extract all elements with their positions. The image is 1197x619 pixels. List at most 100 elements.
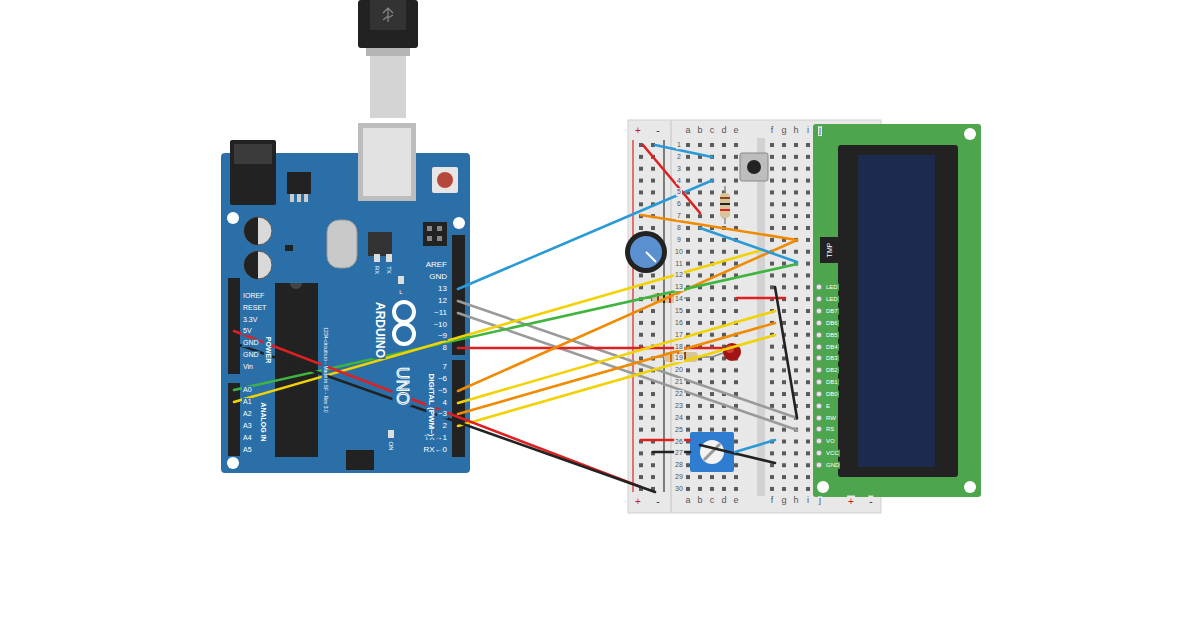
row-number: 30: [674, 485, 684, 493]
led-label: L: [398, 289, 403, 296]
arduino-board: [230, 140, 276, 205]
wire: [234, 264, 797, 390]
lcd-module: [816, 344, 822, 350]
header-title: ANALOG IN: [259, 401, 267, 442]
rail-marker: -: [655, 125, 660, 136]
column-letter: a: [684, 126, 691, 136]
arduino-board: [346, 450, 374, 470]
usb-cable: [383, 8, 393, 22]
model-name: UNO: [393, 366, 412, 406]
column-letter: b: [696, 496, 703, 506]
pin-label: 13: [437, 285, 448, 294]
arduino-board: [432, 167, 458, 193]
lcd-module: [816, 462, 822, 468]
potentiometer-knob: [625, 231, 667, 273]
row-number: 28: [674, 461, 684, 469]
pin-label: DB4: [825, 344, 839, 351]
temperature-sensor: [820, 237, 849, 263]
column-letter: h: [792, 496, 799, 506]
lcd-module: [816, 367, 822, 373]
rail-marker: +: [634, 125, 642, 136]
wire: [458, 301, 797, 418]
pin-label: VCC: [825, 450, 840, 457]
potentiometer-knob: [630, 236, 662, 268]
column-letter: d: [720, 496, 727, 506]
pin-label: A5: [242, 446, 253, 454]
breadboard: [682, 139, 742, 495]
row-number: 10: [674, 248, 684, 256]
arduino-board: [287, 172, 311, 194]
arduino-board: [363, 128, 411, 196]
column-letter: c: [709, 126, 716, 136]
arduino-board: [437, 236, 442, 241]
column-letter: i: [806, 126, 810, 136]
row-number: 3: [676, 165, 682, 173]
pushbutton: [740, 153, 768, 181]
arduino-board: [297, 194, 301, 202]
row-number: 22: [674, 390, 684, 398]
breadboard: [635, 139, 659, 495]
pin-label: ~3: [437, 410, 448, 419]
row-number: 9: [676, 236, 682, 244]
trimmer-potentiometer: [700, 440, 724, 464]
column-letter: e: [732, 496, 739, 506]
pin-label: GND: [242, 351, 260, 359]
resistor-symbol: [720, 209, 730, 211]
pin-label: ~9: [437, 332, 448, 341]
pin-label: 4: [442, 399, 448, 408]
column-letter: f: [770, 126, 775, 136]
pin-label: 5V: [242, 327, 253, 335]
pin-label: GND: [825, 462, 840, 469]
arduino-board: [244, 217, 272, 245]
row-number: 8: [676, 224, 682, 232]
arduino-board: [368, 232, 392, 256]
resistor-symbol: [720, 186, 730, 224]
lcd-module: [816, 355, 822, 361]
row-number: 20: [674, 366, 684, 374]
pin-label: ~11: [433, 309, 448, 318]
column-letter: j: [818, 496, 822, 506]
lcd-module: [816, 438, 822, 444]
pin-label: DB5: [825, 332, 839, 339]
part-label: TMP: [826, 242, 834, 259]
row-number: 21: [674, 378, 684, 386]
arduino-board: [453, 217, 465, 229]
row-number: 19: [674, 355, 684, 363]
lcd-module: [813, 124, 981, 497]
wire: [700, 445, 775, 463]
arduino-board: [244, 251, 258, 279]
pin-label: VO: [825, 438, 836, 445]
lcd-module: [816, 426, 822, 432]
wire: [641, 215, 797, 240]
wire: [234, 145, 797, 492]
pin-label: RS: [825, 426, 835, 433]
wire: [234, 250, 762, 402]
potentiometer-knob: [625, 231, 667, 273]
wire: [234, 331, 641, 487]
lcd-module: [816, 450, 822, 456]
arduino-board: [304, 194, 308, 202]
arduino-board: [374, 254, 380, 262]
pin-label: GND: [242, 339, 260, 347]
arduino-board: [285, 245, 293, 251]
lcd-module: [816, 403, 822, 409]
pin-label: DB6: [825, 320, 839, 327]
wire: [234, 343, 655, 492]
pin-label: DB3: [825, 355, 839, 362]
column-letter: i: [806, 496, 810, 506]
rail-marker: -: [868, 496, 873, 507]
row-number: 6: [676, 200, 682, 208]
arduino-board: [228, 278, 240, 374]
row-number: 14: [674, 295, 684, 303]
column-letter: b: [696, 126, 703, 136]
wire: [458, 335, 775, 426]
rail-marker: +: [634, 496, 642, 507]
pushbutton: [747, 160, 761, 174]
pin-label: 8: [442, 344, 448, 353]
pin-label: A4: [242, 434, 253, 442]
led-label: ON: [388, 441, 395, 452]
row-number: 16: [674, 319, 684, 327]
temperature-sensor: [820, 237, 849, 263]
